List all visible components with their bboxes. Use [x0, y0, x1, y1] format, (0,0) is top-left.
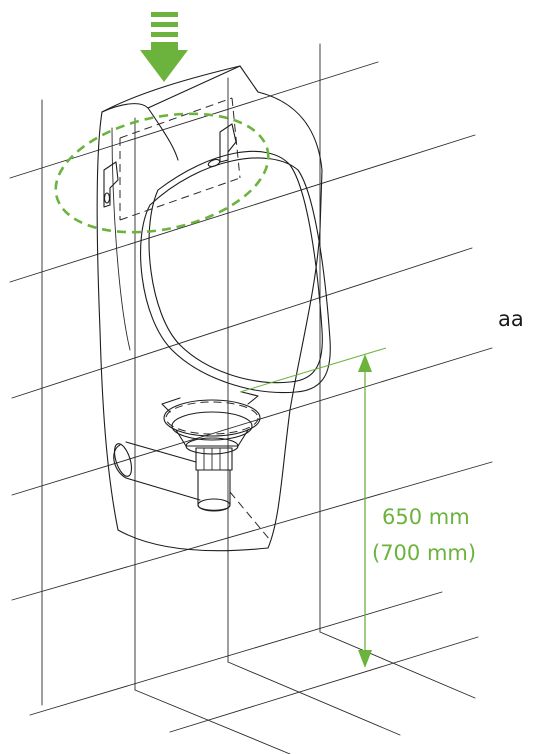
view-marker-label: aa	[498, 307, 524, 331]
height-main-label: 650 mm	[382, 505, 470, 529]
drain-assembly	[113, 391, 271, 541]
dimension-arrow-bottom-icon	[358, 650, 372, 668]
height-alt-label: (700 mm)	[372, 541, 476, 565]
install-direction-arrow-icon	[140, 12, 188, 82]
urinal-body	[96, 65, 331, 552]
wall-brackets	[103, 123, 237, 208]
height-dimension	[239, 347, 387, 668]
dimension-arrow-top-icon	[358, 354, 372, 372]
wall-grid	[9, 43, 493, 754]
bracket-highlight-ellipse	[54, 112, 270, 234]
